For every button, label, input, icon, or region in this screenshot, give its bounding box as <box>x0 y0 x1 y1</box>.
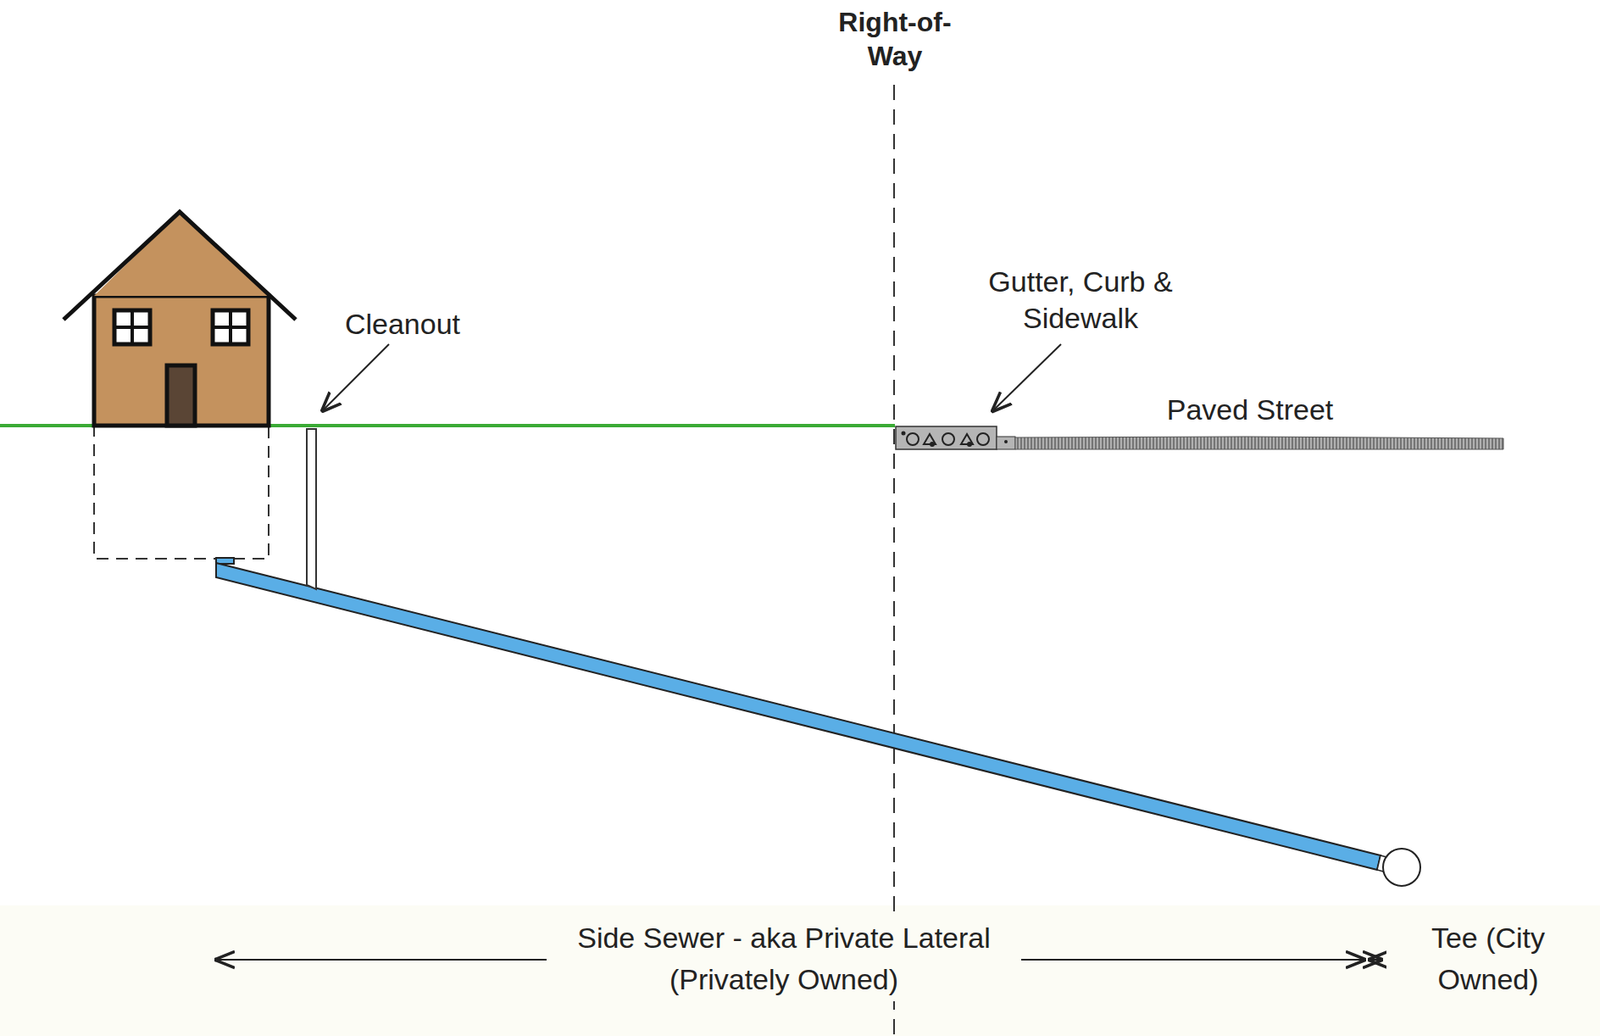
leader-line <box>321 344 389 412</box>
dimension-arrow <box>1367 958 1384 961</box>
tee-fitting <box>1383 848 1421 886</box>
side-sewer-pipe <box>216 557 1390 873</box>
paved-street <box>1015 436 1504 450</box>
house <box>63 211 296 426</box>
sidewalk-curb <box>895 426 1016 450</box>
part-label: Gutter, Curb & Sidewalk <box>966 263 1195 336</box>
part-label: Cleanout <box>309 305 496 343</box>
boundary-label: Right-of-Way <box>831 5 959 73</box>
part-label: Paved Street <box>1139 391 1361 428</box>
ground-band <box>0 905 1600 1036</box>
cleanout-pipe <box>306 428 317 589</box>
ownership-label: Tee (City Owned) <box>1386 916 1590 1001</box>
basement-outline <box>94 425 269 559</box>
right-of-way-line <box>893 84 895 1036</box>
leader-line <box>991 344 1062 412</box>
ownership-label: Side Sewer - aka Private Lateral (Privat… <box>546 916 1022 1001</box>
